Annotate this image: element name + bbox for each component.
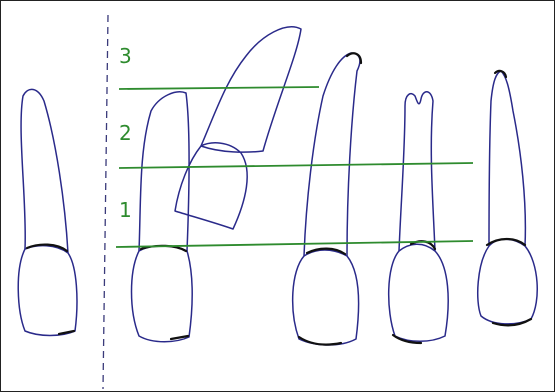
tooth-5-incisal-mark (493, 319, 531, 325)
tooth-4 (389, 92, 449, 343)
level-2-label: 2 (119, 121, 132, 145)
level-2-line (119, 163, 473, 168)
tooth-5-crown-outline (478, 239, 538, 324)
tooth-5-cej-mark (487, 239, 525, 245)
level-3-label: 3 (119, 44, 132, 68)
tooth-2-root-outline (139, 92, 189, 251)
tooth-4-incisal-mark (393, 335, 421, 343)
level-1-label: 1 (119, 198, 132, 222)
tooth-2 (132, 27, 302, 342)
tooth-1-root-outline (21, 89, 68, 253)
tooth-3 (293, 53, 361, 345)
tooth-2-crown-outline (132, 246, 193, 342)
tooth-4-root-outline (399, 92, 435, 251)
level-3-line (119, 87, 319, 89)
tooth-1-reference (18, 89, 77, 335)
tooth-2-tilted-root-outline (201, 27, 301, 152)
tooth-2-tilted-crown-outline (175, 143, 247, 229)
reference-axis-line (103, 15, 108, 389)
tooth-3-incisal-mark (299, 337, 341, 345)
tooth-1-crown-outline (18, 246, 77, 336)
tooth-1-cej-mark (27, 245, 67, 251)
tooth-5 (478, 71, 538, 325)
tooth-5-root-outline (489, 71, 525, 246)
tooth-4-crown-outline (389, 244, 449, 341)
tooth-1-incisal-mark (59, 331, 74, 334)
tooth-3-root-outline (304, 53, 360, 256)
tooth-3-crown-outline (293, 250, 359, 345)
